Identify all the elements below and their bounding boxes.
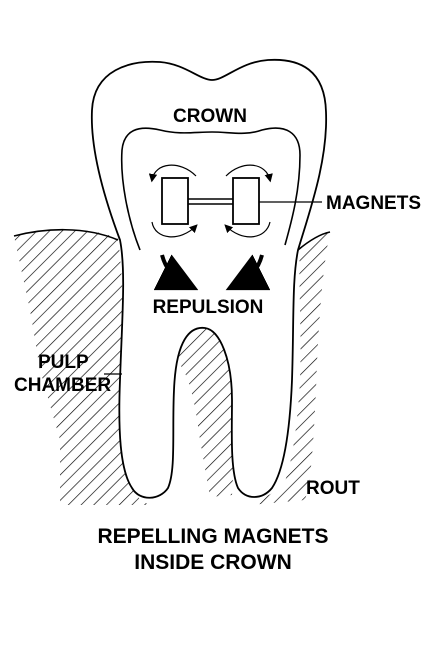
caption-line2: INSIDE CROWN — [134, 551, 292, 574]
gum-outline-right — [297, 231, 331, 251]
root-label: ROUT — [306, 478, 360, 499]
hatch-left — [14, 229, 150, 505]
field-line-left-top — [148, 164, 197, 183]
magnets-label: MAGNETS — [326, 193, 421, 214]
field-line-left-bottom — [151, 221, 198, 238]
magnet-assembly — [148, 164, 273, 238]
pulp-chamber-outline — [120, 127, 301, 251]
gum-outline-left — [13, 228, 119, 241]
crown-label: CROWN — [173, 106, 247, 127]
tooth-outline — [90, 58, 327, 499]
repulsion-arrow-left — [153, 254, 199, 291]
magnet-right — [232, 177, 260, 225]
repulsion-label: REPULSION — [153, 297, 264, 318]
field-line-right-top — [225, 164, 273, 183]
magnet-left — [161, 177, 189, 225]
bone-hatching — [13, 228, 331, 505]
pulp-label-line1: PULP — [38, 352, 89, 373]
hatch-center — [170, 321, 235, 497]
repulsion-arrow-right — [225, 254, 271, 291]
caption-line1: REPELLING MAGNETS — [97, 525, 328, 548]
pulp-label-line2: CHAMBER — [14, 375, 111, 396]
field-line-right-bottom — [224, 221, 271, 238]
hatch-right — [250, 232, 330, 505]
